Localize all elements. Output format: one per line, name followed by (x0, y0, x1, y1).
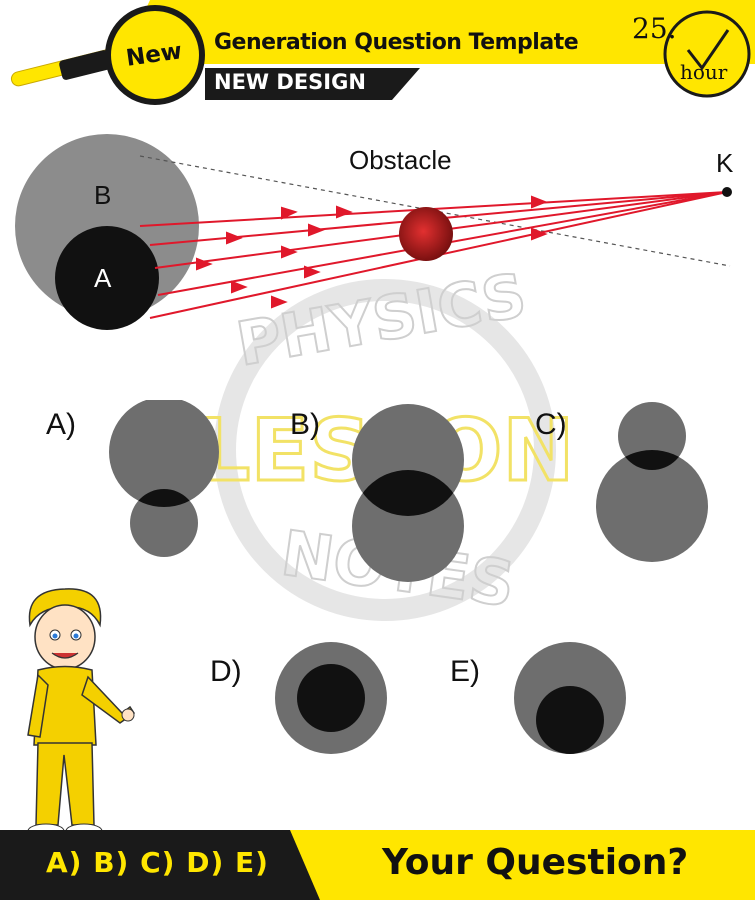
option-e-label: E) (450, 655, 480, 688)
footer-answer-options: A) B) C) D) E) (46, 846, 269, 879)
option-b-figure (352, 404, 464, 582)
option-a-figure (109, 400, 219, 557)
obstacle-sphere (399, 207, 453, 261)
source-a-circle (55, 226, 159, 330)
option-c-figure (596, 402, 708, 562)
point-k (722, 187, 732, 197)
option-e-figure (514, 642, 626, 754)
boy-character (27, 588, 136, 839)
watermark-logo: PHYSICS LESSON NOTES (194, 270, 576, 622)
option-c-label: C) (535, 408, 567, 441)
option-b-label: B) (290, 408, 320, 441)
clock-unit: hour (680, 60, 728, 84)
clock-number: 25. (632, 12, 677, 45)
footer-banner (0, 830, 755, 900)
label-obstacle: Obstacle (349, 145, 452, 175)
footer-question: Your Question? (382, 842, 689, 883)
header-subtitle: NEW DESIGN (214, 70, 366, 94)
label-a: A (94, 263, 112, 293)
option-a-label: A) (46, 408, 76, 441)
header-title: Generation Question Template (214, 30, 579, 55)
eclipse-diagram (15, 134, 732, 330)
option-d-figure (275, 642, 387, 754)
header-banner (10, 0, 755, 105)
option-d-label: D) (210, 655, 242, 688)
label-k: K (716, 148, 734, 178)
label-b: B (94, 180, 112, 210)
